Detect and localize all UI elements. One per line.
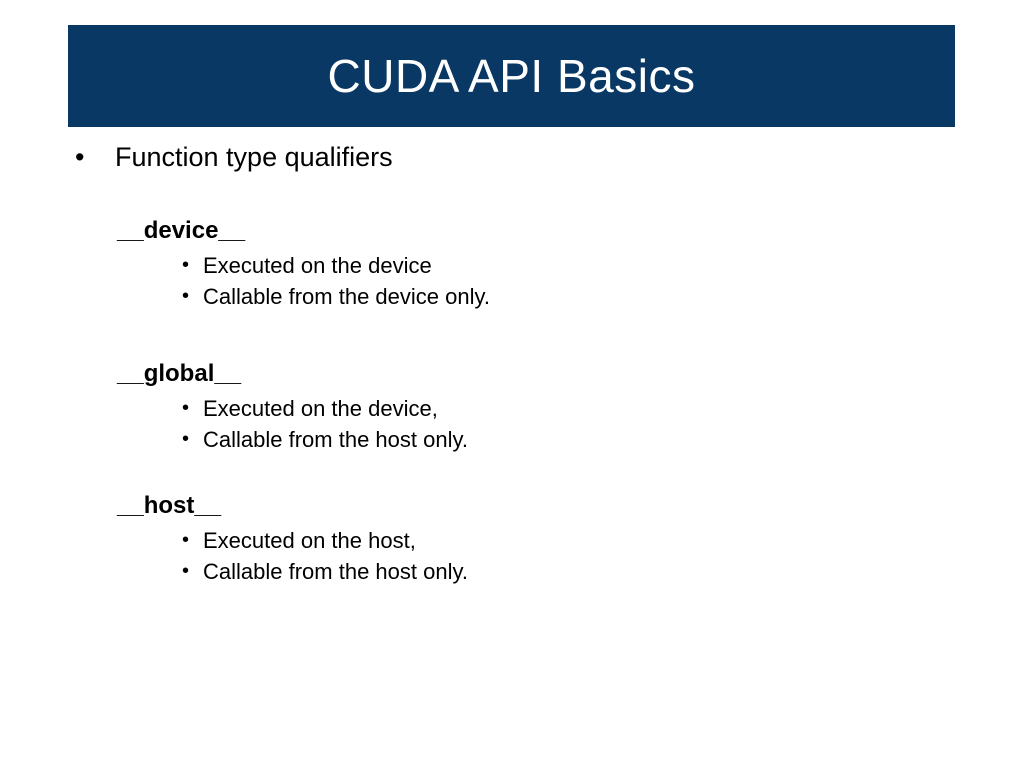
list-item-label: Callable from the device only. (203, 284, 490, 309)
qualifier-heading: __global__ (117, 360, 242, 387)
bullet-label: Function type qualifiers (115, 142, 393, 172)
qualifier-heading: __host__ (117, 492, 222, 519)
qualifier-group-device: __device__ • Executed on the device • Ca… (117, 216, 490, 312)
list-item: • Executed on the host, (117, 525, 468, 556)
qualifier-detail-list: • Executed on the host, • Callable from … (117, 525, 468, 587)
list-item: • Executed on the device (117, 250, 490, 281)
list-item-label: Executed on the device, (203, 396, 438, 421)
sub-bullet-dot-icon: • (182, 560, 190, 582)
list-item-label: Callable from the host only. (203, 427, 468, 452)
sub-bullet-dot-icon: • (182, 397, 190, 419)
qualifier-heading: __device__ (117, 217, 246, 244)
sub-bullet-dot-icon: • (182, 254, 190, 276)
qualifier-group-global: __global__ • Executed on the device, • C… (117, 359, 468, 455)
list-item: • Callable from the device only. (117, 281, 490, 312)
list-item: • Callable from the host only. (117, 424, 468, 455)
slide-title-bar: CUDA API Basics (68, 25, 955, 127)
list-item: • Callable from the host only. (117, 556, 468, 587)
sub-bullet-dot-icon: • (182, 428, 190, 450)
list-item: • Executed on the device, (117, 393, 468, 424)
qualifier-detail-list: • Executed on the device • Callable from… (117, 250, 490, 312)
list-item-label: Executed on the device (203, 253, 432, 278)
list-item-label: Callable from the host only. (203, 559, 468, 584)
bullet-dot-icon: • (75, 142, 85, 172)
sub-bullet-dot-icon: • (182, 285, 190, 307)
bullet-function-type-qualifiers: • Function type qualifiers (70, 140, 393, 174)
qualifier-group-host: __host__ • Executed on the host, • Calla… (117, 491, 468, 587)
sub-bullet-dot-icon: • (182, 529, 190, 551)
qualifier-detail-list: • Executed on the device, • Callable fro… (117, 393, 468, 455)
slide-body: • Function type qualifiers __device__ • … (0, 127, 1024, 768)
list-item-label: Executed on the host, (203, 528, 416, 553)
page-title: CUDA API Basics (327, 50, 696, 102)
